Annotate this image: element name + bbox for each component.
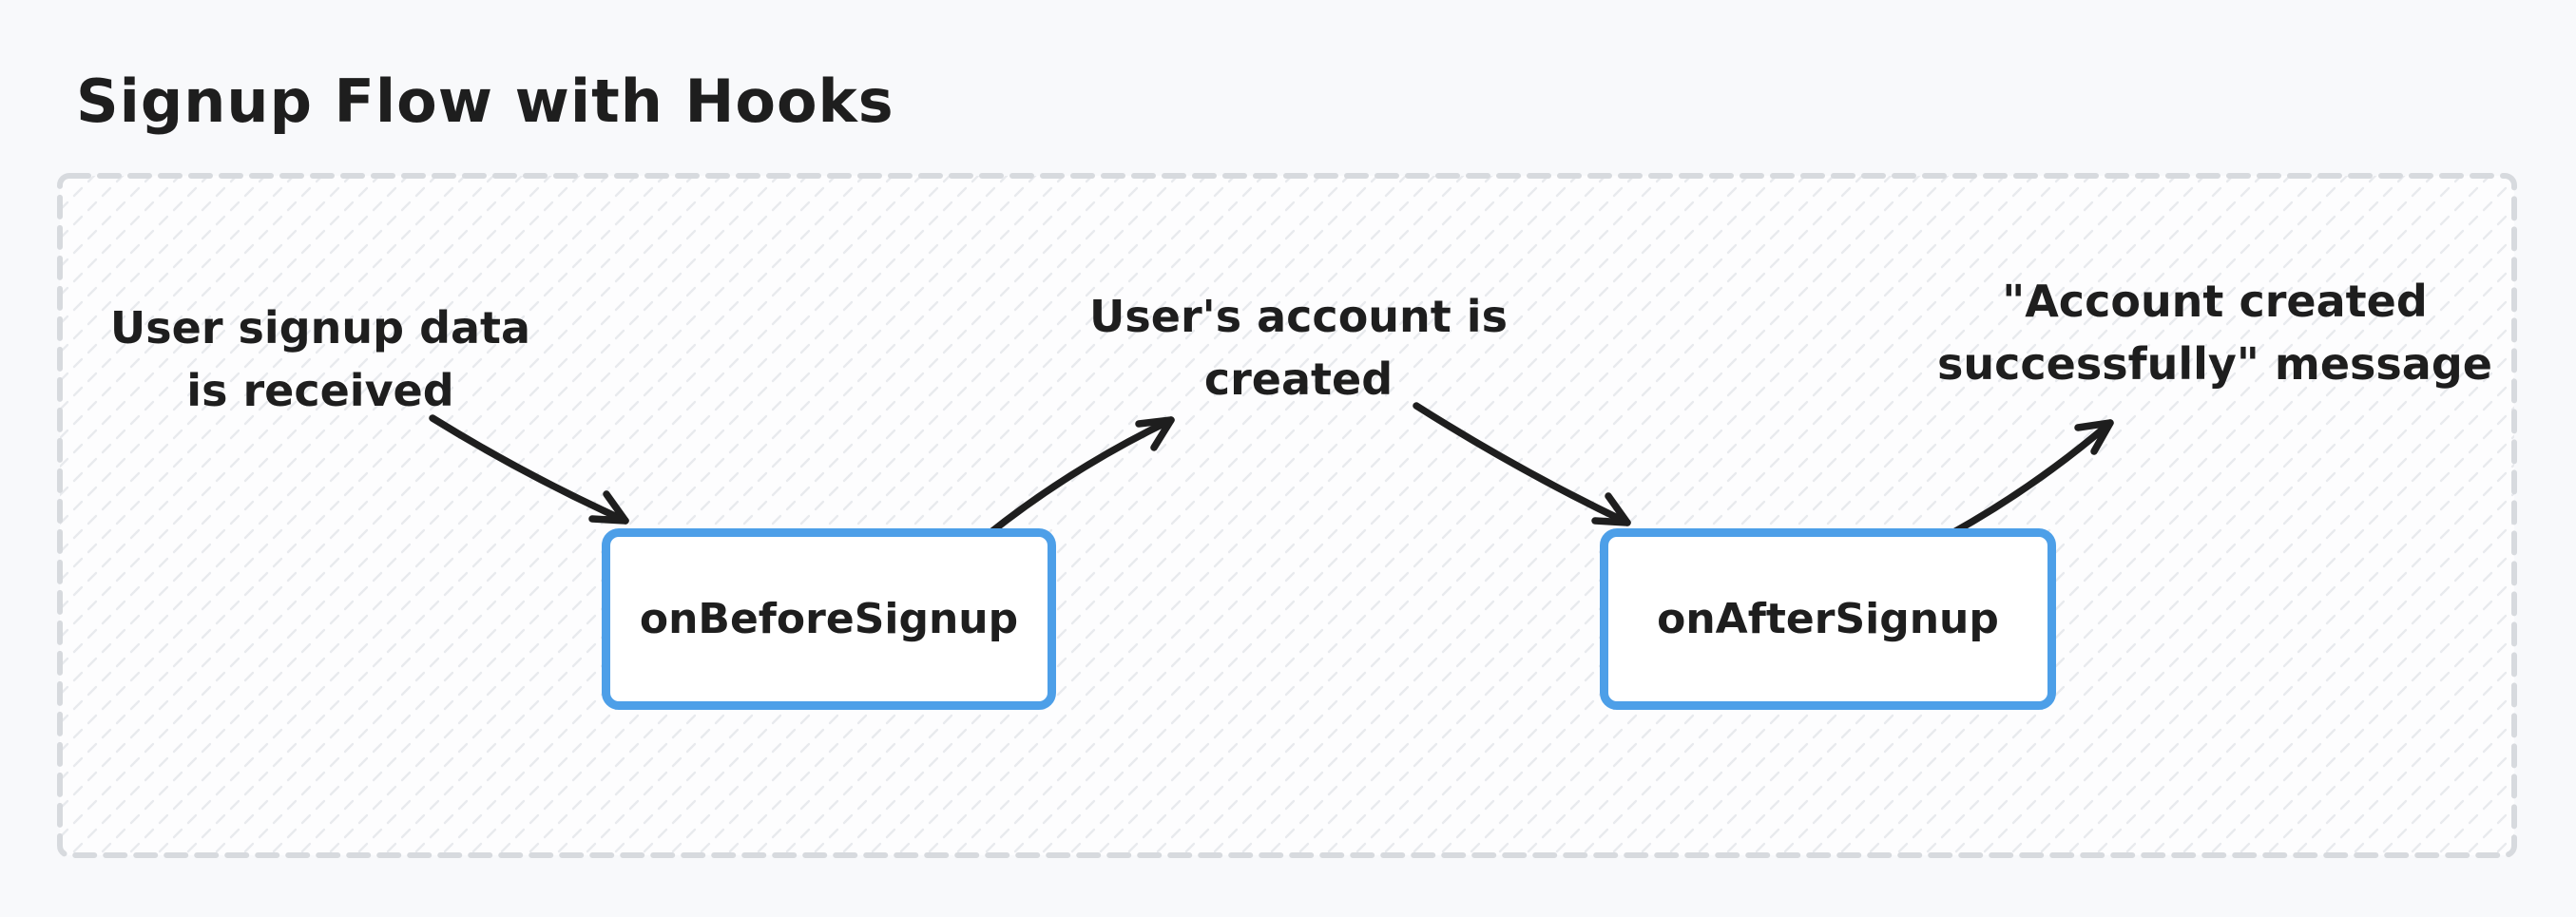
node-on-after-signup-label: onAfterSignup [1657, 595, 1999, 643]
page-title: Signup Flow with Hooks [76, 67, 894, 136]
arrow-signup-data-to-before-hook [429, 414, 629, 525]
annotation-signup-data-received: User signup data is received [109, 302, 531, 416]
arrow-account-created-to-after-hook [1413, 402, 1631, 526]
annotation-success-message: "Account created successfully" message [1937, 276, 2492, 390]
node-on-before-signup: onBeforeSignup [602, 528, 1056, 710]
frame-dashed-border [57, 173, 2517, 858]
node-on-before-signup-label: onBeforeSignup [639, 595, 1019, 643]
arrow-after-hook-to-success-message [1947, 419, 2114, 538]
annotation-account-created: User's account is created [1089, 291, 1508, 405]
node-on-after-signup: onAfterSignup [1600, 528, 2056, 710]
arrow-before-hook-to-account-created [985, 416, 1175, 538]
